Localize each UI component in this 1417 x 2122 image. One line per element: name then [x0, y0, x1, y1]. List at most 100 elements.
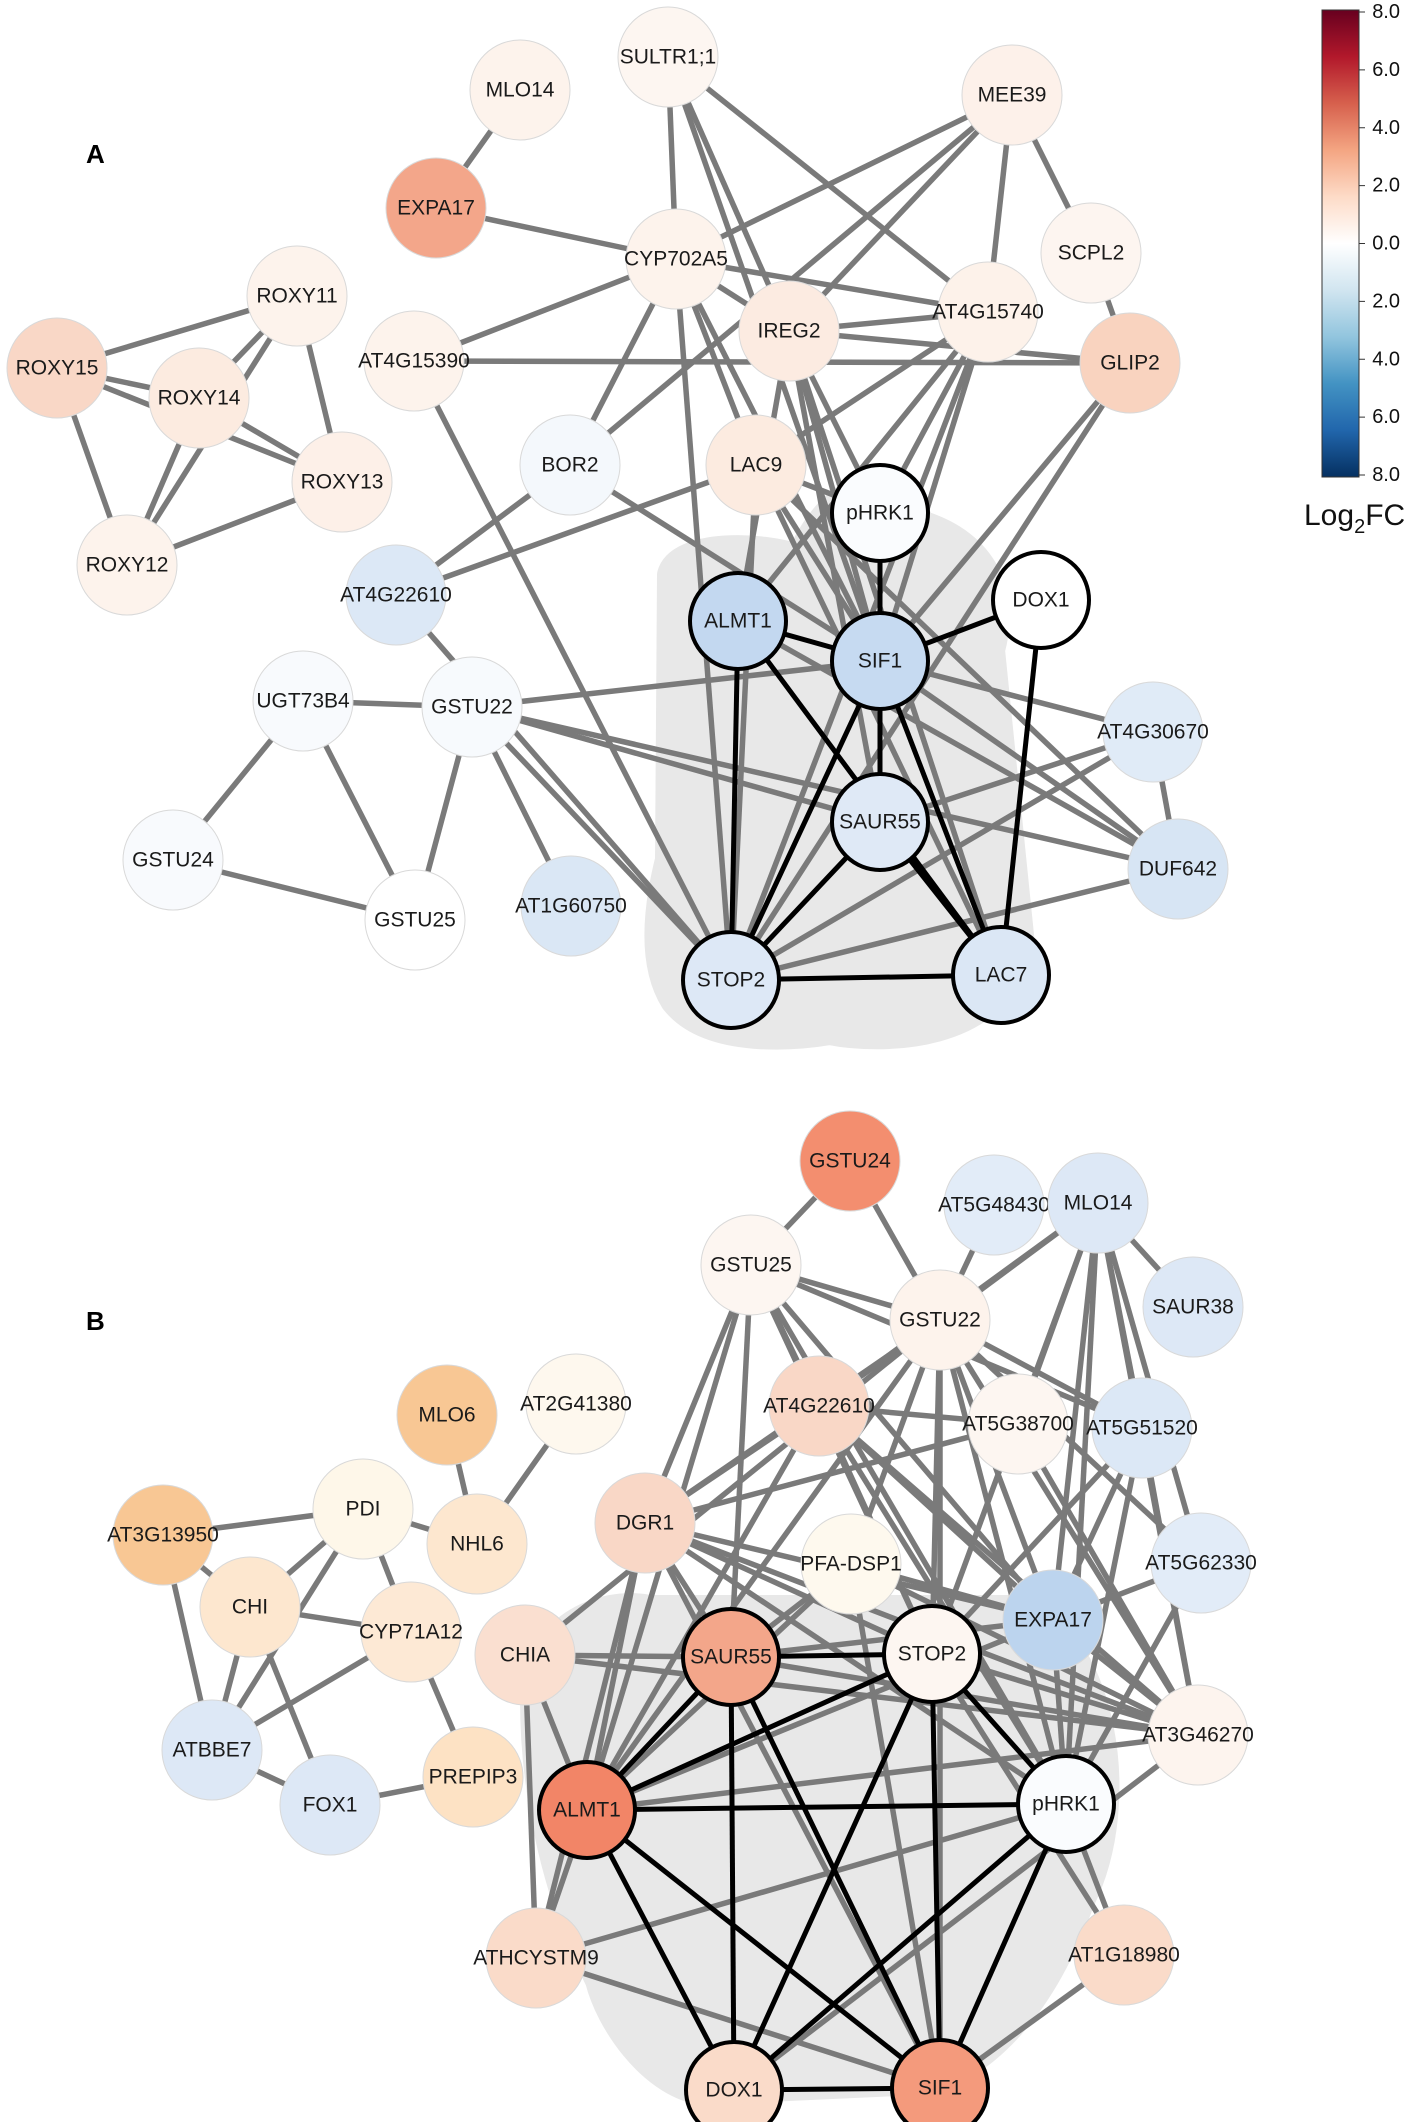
node-label: GSTU25	[710, 1254, 792, 1277]
edge-chia-athcystm9	[522, 1654, 539, 1959]
node-circle	[1102, 681, 1204, 783]
node-label: ROXY13	[301, 471, 384, 494]
node-label: ROXY11	[256, 285, 337, 308]
node-sultr1-1: SULTR1;1	[617, 6, 719, 108]
node-label: ROXY14	[158, 387, 241, 410]
node-label: CYP702A5	[624, 248, 728, 271]
node-label: pHRK1	[1032, 1793, 1100, 1816]
node-circle	[768, 1355, 870, 1457]
node-circle	[520, 855, 622, 957]
node-nhl6: NHL6	[426, 1493, 528, 1595]
node-circle	[426, 1493, 528, 1595]
node-at4g15740: AT4G15740	[932, 261, 1044, 363]
edge-lac9-duf642	[754, 463, 1180, 871]
node-label: ATBBE7	[173, 1739, 252, 1762]
node-gstu25: GSTU25	[364, 869, 466, 971]
edge-gstu22-stop2	[470, 705, 733, 982]
node-gstu24: GSTU24	[122, 809, 224, 911]
node-circle	[937, 261, 1039, 363]
node-expa17: EXPA17	[385, 157, 487, 259]
node-sif1: SIF1	[890, 2038, 990, 2122]
node-ireg2: IREG2	[738, 280, 840, 382]
node-circle	[76, 514, 178, 616]
node-roxy14: ROXY14	[148, 347, 250, 449]
node-circle	[1073, 1904, 1175, 2006]
node-circle	[148, 347, 250, 449]
edge-at4g22610-phrk1	[816, 1404, 1069, 1806]
colorbar-tick-label: 6.0	[1372, 406, 1400, 428]
node-label: AT4G22610	[763, 1395, 875, 1418]
node-label: DGR1	[616, 1512, 674, 1535]
edge-at5g51520-stop2	[929, 1426, 1145, 1656]
node-circle	[469, 39, 571, 141]
edge-duf642-sif1	[878, 658, 1180, 872]
node-circle	[882, 1604, 982, 1704]
node-dox1: DOX1	[991, 550, 1091, 650]
node-at5g38700: AT5G38700	[962, 1373, 1074, 1475]
node-label: PFA-DSP1	[800, 1553, 902, 1576]
node-mee39: MEE39	[961, 44, 1063, 146]
colorbar-tick-label: 6.0	[1372, 59, 1400, 81]
node-label: ALMT1	[704, 610, 772, 633]
edge-mlo14-expa17	[1050, 1202, 1101, 1621]
edge-athcystm9-phrk1	[535, 1801, 1067, 1961]
node-circle	[684, 2040, 784, 2122]
edge-ireg2-saur55	[786, 330, 883, 823]
node-circle	[951, 925, 1051, 1025]
node-circle	[360, 1581, 462, 1683]
node-label: ALMT1	[553, 1799, 621, 1822]
node-mlo14: MLO14	[1047, 1152, 1149, 1254]
node-label: IREG2	[757, 320, 820, 343]
color-legend: 8.06.04.02.00.02.04.06.08.0 Log2FC	[1304, 1, 1405, 538]
node-at4g30670: AT4G30670	[1097, 681, 1209, 783]
node-circle	[1002, 1569, 1104, 1671]
node-gstu22: GSTU22	[889, 1269, 991, 1371]
edge-pfa-dsp1-sif1	[848, 1563, 943, 2089]
node-sif1: SIF1	[830, 611, 930, 711]
edge-at5g51520-phrk1	[1063, 1427, 1145, 1805]
node-label: MLO14	[1064, 1192, 1133, 1215]
node-label: FOX1	[303, 1794, 358, 1817]
node-circle	[830, 772, 930, 872]
node-circle	[799, 1110, 901, 1212]
node-label: GSTU25	[374, 909, 456, 932]
panel-a-label: A	[86, 139, 105, 169]
node-circle	[800, 1513, 902, 1615]
edge-duf642-stop2	[730, 866, 1179, 983]
node-circle	[738, 280, 840, 382]
node-circle	[1127, 818, 1229, 920]
node-label: AT4G30670	[1097, 721, 1209, 744]
node-circle	[1150, 1512, 1252, 1614]
colorbar-tick-label: 4.0	[1372, 117, 1400, 139]
node-label: AT1G18980	[1068, 1944, 1180, 1967]
core-edge-stop2-sif1	[929, 1653, 943, 2089]
edge-gstu22-duf642	[471, 704, 1179, 872]
node-circle	[345, 544, 447, 646]
edge-duf642-almt1	[736, 618, 1180, 872]
node-circle	[1142, 1256, 1244, 1358]
core-edge-dox1-lac7	[998, 599, 1044, 976]
node-circle	[889, 1269, 991, 1371]
node-label: AT5G48430	[938, 1194, 1050, 1217]
node-stop2: STOP2	[882, 1604, 982, 1704]
node-label: AT2G41380	[520, 1393, 632, 1416]
edge-gstu22-expa17	[937, 1319, 1056, 1621]
node-label: DUF642	[1139, 858, 1217, 881]
node-label: AT3G46270	[1142, 1724, 1254, 1747]
node-circle	[199, 1556, 301, 1658]
node-circle	[161, 1699, 263, 1801]
node-lac9: LAC9	[705, 414, 807, 516]
core-edge-almt1-stop2	[728, 620, 741, 981]
edge-glip2-sif1	[877, 361, 1133, 663]
node-label: SAUR38	[1152, 1296, 1234, 1319]
node-circle	[525, 1353, 627, 1455]
node-circle	[700, 1214, 802, 1316]
node-circle	[943, 1154, 1045, 1256]
node-circle	[705, 414, 807, 516]
node-circle	[1079, 312, 1181, 414]
node-at1g18980: AT1G18980	[1068, 1904, 1180, 2006]
node-chi: CHI	[199, 1556, 301, 1658]
node-circle	[385, 157, 487, 259]
colorbar-tick-label: 8.0	[1372, 464, 1400, 486]
node-bor2: BOR2	[519, 414, 621, 516]
